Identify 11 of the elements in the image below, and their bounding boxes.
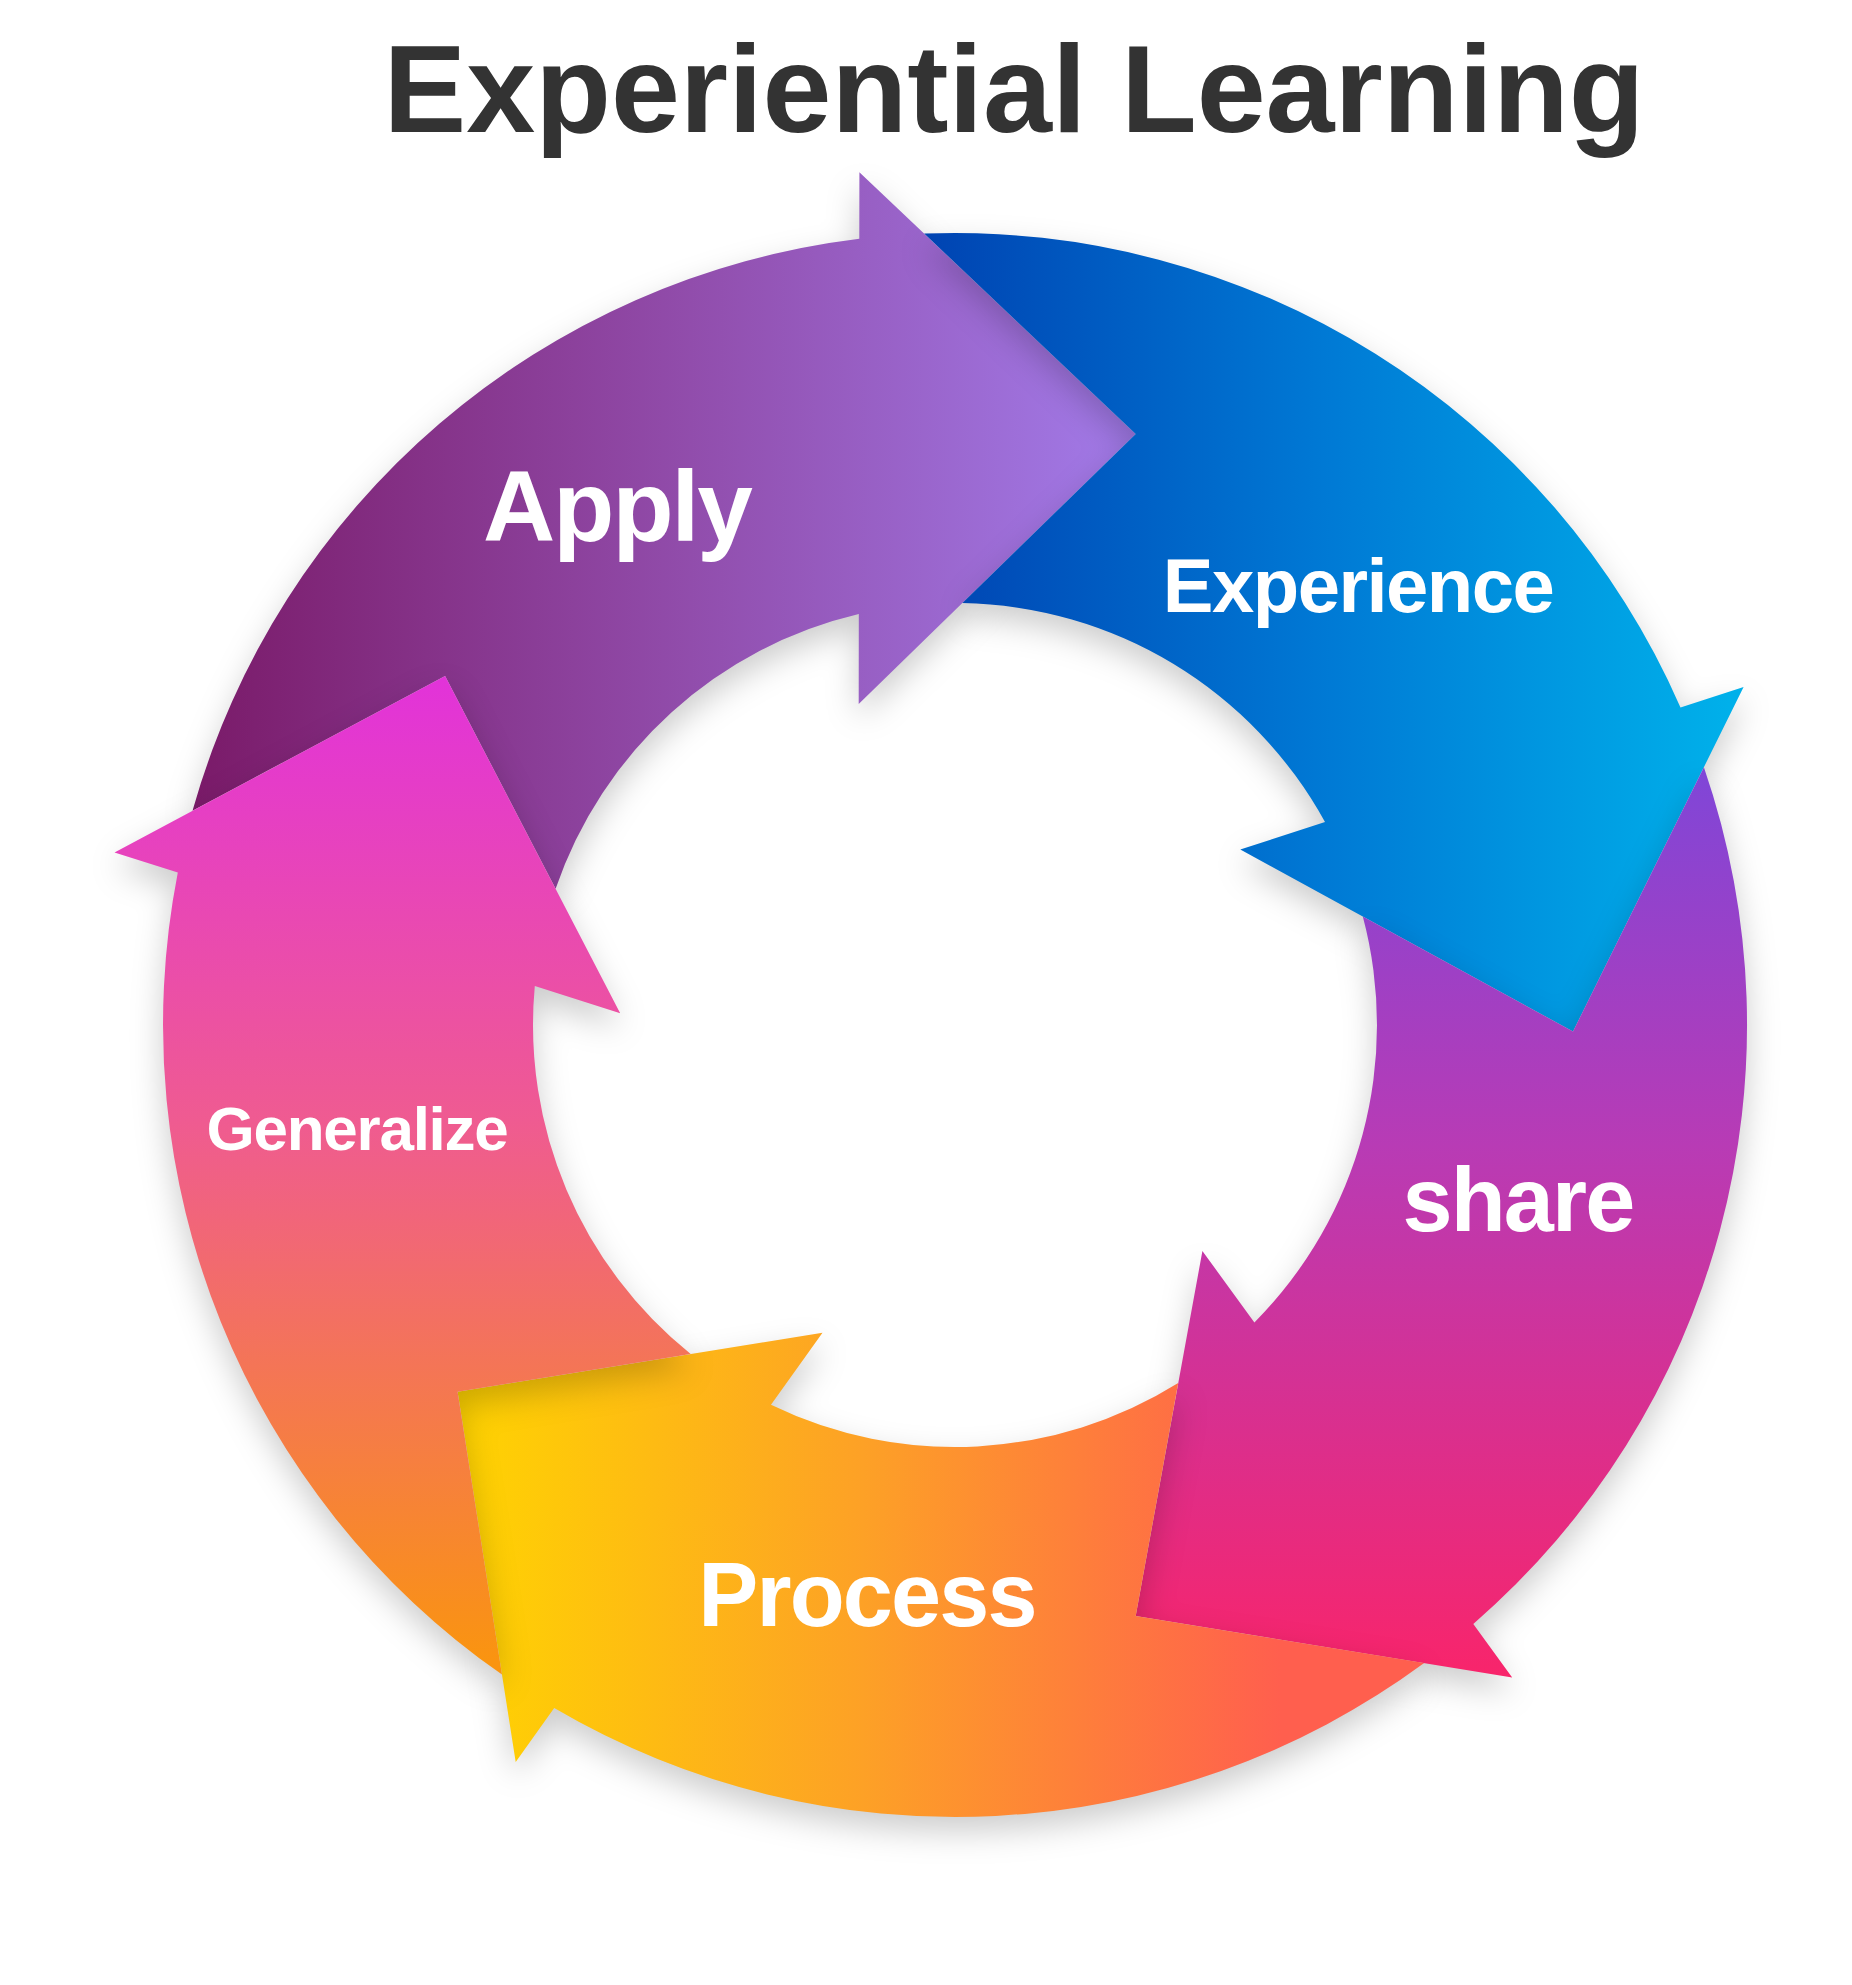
cycle-segment [114,675,691,1675]
stage-label: Generalize [206,1092,508,1165]
cycle-segment [457,1332,1425,1817]
stage-label: Apply [483,449,751,564]
cycle-segment [924,233,1744,1032]
title: Experiential Learning [383,19,1645,160]
stage-label: share [1402,1149,1634,1252]
stage-label: Experience [1162,542,1554,631]
cycle-segment [192,172,1136,889]
stage-label: Process [698,1544,1036,1647]
cycle-segment [1135,767,1747,1678]
